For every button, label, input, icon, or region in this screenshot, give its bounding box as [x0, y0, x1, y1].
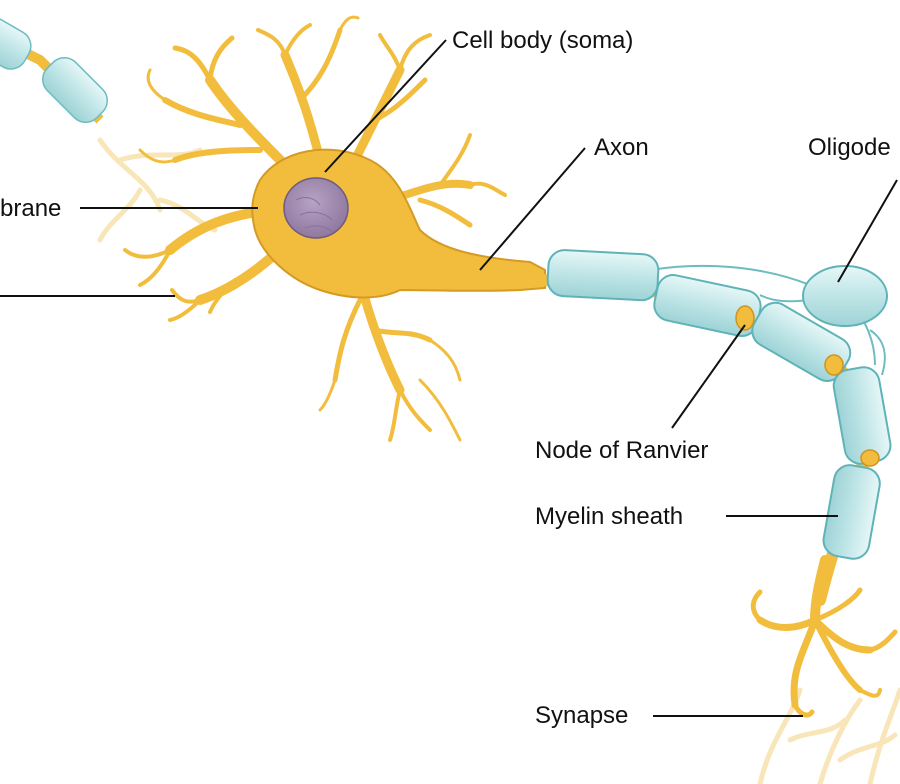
label-oligodendrocyte: Oligode: [808, 134, 891, 161]
dendrites: [123, 15, 507, 442]
label-cell-body: Cell body (soma): [452, 27, 634, 54]
nucleus: [283, 177, 349, 239]
nodes-of-ranvier: [735, 305, 880, 467]
nucleus-texture: [295, 197, 334, 233]
label-axon: Axon: [594, 134, 649, 161]
label-node-of-ranvier: Node of Ranvier: [535, 437, 709, 464]
myelin-sheaths: [546, 249, 892, 560]
axon-terminal: [750, 555, 898, 718]
faint-dendrites-bottom: [757, 687, 900, 784]
oligodendrocyte: [802, 265, 888, 327]
previous-axon: [0, 10, 109, 124]
label-membrane: brane: [0, 195, 62, 222]
leader-lines: [0, 39, 898, 717]
label-synapse: Synapse: [535, 702, 629, 729]
label-myelin-sheath: Myelin sheath: [535, 503, 684, 530]
